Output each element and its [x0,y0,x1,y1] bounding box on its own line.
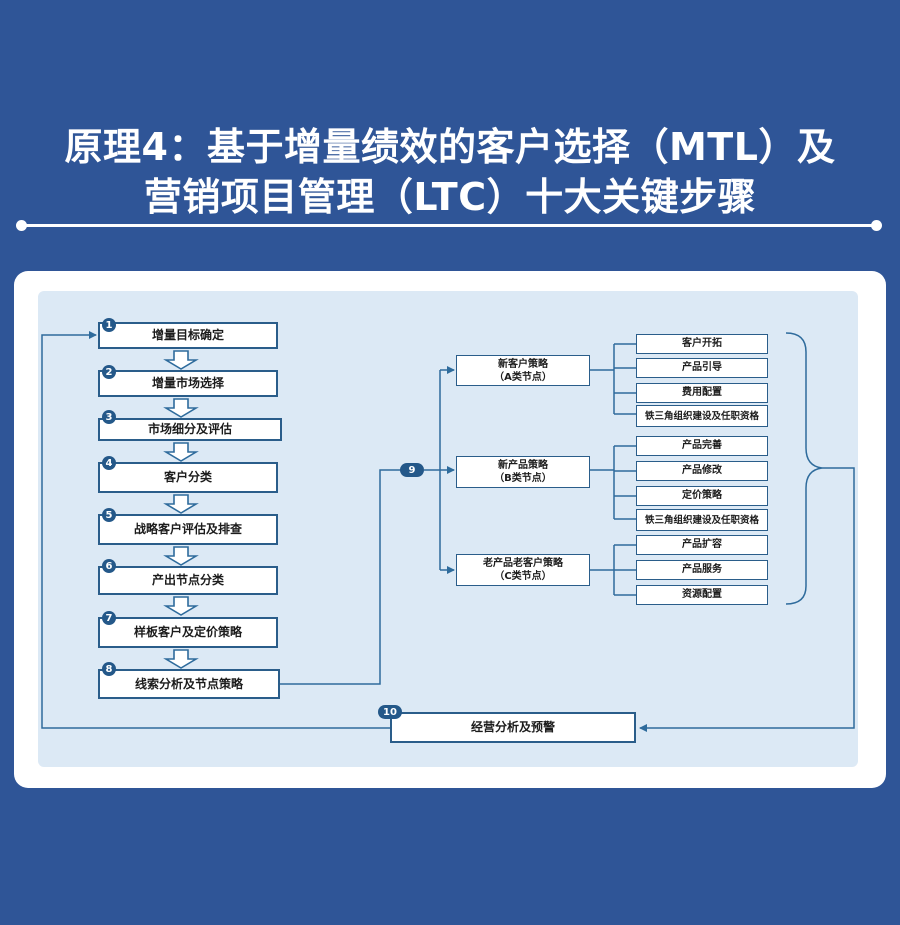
strategy-a-box: 新客户策略 （A类节点） [456,355,590,386]
strategy-b-item: 产品完善 [636,436,768,456]
step-4-label: 客户分类 [163,470,212,484]
step-5-label: 战略客户评估及排查 [133,522,242,536]
down-arrow-icon [163,596,199,616]
step-6-box: 产出节点分类 [98,566,278,595]
strategy-b-item: 铁三角组织建设及任职资格 [636,509,768,531]
step-8-label: 线索分析及节点策略 [134,676,243,691]
strategy-a-item: 费用配置 [636,383,768,403]
down-arrow-icon [163,350,199,370]
step-5-box: 战略客户评估及排查 [98,514,278,545]
strategy-a-item: 产品引导 [636,358,768,378]
right-brace [785,332,823,605]
step-9-badge: 9 [400,463,424,477]
step-2-label: 增量市场选择 [151,376,224,390]
down-arrow-icon [163,442,199,462]
step-7-badge: 7 [102,611,116,625]
step-1-badge: 1 [102,318,116,332]
feedback-loop-line [41,331,390,729]
strategy-c-box: 老产品老客户策略 （C类节点） [456,554,590,586]
step-3-badge: 3 [102,410,116,424]
step-2-badge: 2 [102,365,116,379]
title-line-1: 原理4：基于增量绩效的客户选择（MTL）及 [64,125,836,169]
step-3-box: 市场细分及评估 [98,418,282,441]
step-10-box: 经营分析及预警 [390,712,636,743]
step-6-label: 产出节点分类 [151,573,224,587]
page-title: 原理4：基于增量绩效的客户选择（MTL）及 营销项目管理（LTC）十大关键步骤 [0,122,900,222]
down-arrow-icon [163,649,199,669]
strategy-b-label: 新产品策略 [498,460,548,471]
strategy-c-item: 资源配置 [636,585,768,605]
strategy-c-label: 老产品老客户策略 [483,558,563,569]
brace-to-step10-line [639,467,855,732]
title-divider [16,220,882,231]
down-arrow-icon [163,398,199,418]
strategy-b-sub: （B类节点） [494,473,552,484]
step-8-badge: 8 [102,662,116,676]
strategy-a-item: 铁三角组织建设及任职资格 [636,405,768,427]
step-7-box: 样板客户及定价策略 [98,617,278,648]
step-6-badge: 6 [102,559,116,573]
strategy-a-sub: （A类节点） [494,371,552,383]
step-3-label: 市场细分及评估 [147,422,232,436]
down-arrow-icon [163,546,199,566]
step-1-box: 增量目标确定 [98,322,278,349]
step-10-label: 经营分析及预警 [470,720,555,734]
step-flow-arrows [163,350,199,669]
strategy-b-item: 产品修改 [636,461,768,481]
step-4-badge: 4 [102,456,116,470]
strategy-c-sub: （C类节点） [494,571,552,582]
strategy-c-item: 产品扩容 [636,535,768,555]
step-5-badge: 5 [102,508,116,522]
strategy-c-item: 产品服务 [636,560,768,580]
step-7-label: 样板客户及定价策略 [133,625,242,639]
step-4-box: 客户分类 [98,462,278,493]
strategy-a-item: 客户开拓 [636,334,768,354]
step-2-box: 增量市场选择 [98,370,278,397]
step-1-label: 增量目标确定 [151,328,224,342]
step-8-box: 线索分析及节点策略 [98,669,280,699]
down-arrow-icon [163,494,199,514]
strategy-b-item: 定价策略 [636,486,768,506]
step8-to-step9-line [280,469,408,685]
step-10-badge: 10 [378,705,402,719]
title-line-2: 营销项目管理（LTC）十大关键步骤 [143,175,757,219]
strategy-a-label: 新客户策略 [498,358,548,370]
strategy-b-box: 新产品策略 （B类节点） [456,456,590,488]
